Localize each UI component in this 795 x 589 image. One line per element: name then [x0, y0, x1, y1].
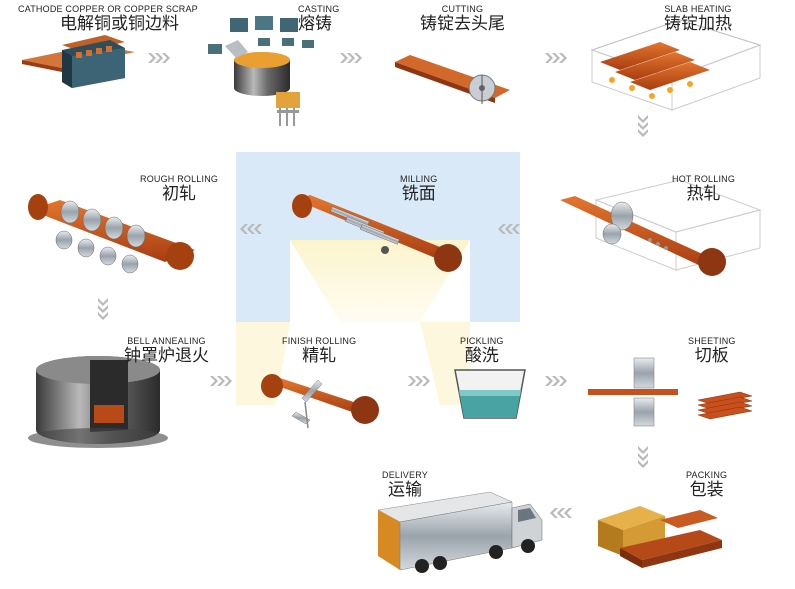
step-label-en: CATHODE COPPER OR COPPER SCRAP	[18, 4, 198, 14]
arrow-down-3	[638, 446, 648, 468]
step-label-en: DELIVERY	[382, 470, 428, 480]
arrow-right-4	[210, 376, 232, 386]
delivery-illustration	[377, 491, 543, 573]
cutting-illustration	[395, 55, 510, 104]
step-label-cn: 包装	[689, 480, 724, 500]
step-label-en: FINISH ROLLING	[282, 336, 357, 346]
casting-illustration	[208, 16, 314, 126]
step-label-cn: 酸洗	[464, 346, 499, 366]
flow-arrows	[98, 53, 648, 518]
step-rough-rolling: ROUGH ROLLING 初轧	[140, 174, 218, 204]
arrow-right-2	[340, 53, 362, 63]
step-label-cn: 切板	[694, 346, 729, 366]
arrow-down-1	[638, 115, 648, 137]
step-delivery: DELIVERY 运输	[382, 470, 428, 500]
step-milling: MILLING 铣面	[400, 174, 437, 204]
step-label-cn: 运输	[387, 480, 422, 500]
cathode-illustration	[22, 35, 135, 88]
finish-rolling-illustration	[261, 374, 379, 429]
step-hot-rolling: HOT ROLLING 热轧	[672, 174, 735, 204]
step-label-en: PICKLING	[460, 336, 504, 346]
step-cutting: CUTTING 铸锭去头尾	[420, 4, 505, 34]
step-label-cn: 电解铜或铜边料	[60, 14, 179, 34]
step-label-en: SLAB HEATING	[664, 4, 732, 14]
arrow-right-1	[148, 53, 170, 63]
arrow-right-3	[545, 53, 567, 63]
step-label-cn: 精轧	[302, 346, 337, 366]
milling-illustration	[292, 194, 462, 272]
step-label-en: HOT ROLLING	[672, 174, 736, 184]
step-bell-annealing: BELL ANNEALING 钟罩炉退火	[124, 336, 209, 366]
step-label-en: SHEETING	[688, 336, 736, 346]
step-label-en: CASTING	[298, 4, 340, 14]
step-label-en: PACKING	[686, 470, 728, 480]
step-label-en: CUTTING	[441, 4, 484, 14]
step-label-cn: 铸锭加热	[664, 14, 732, 34]
rough-rolling-illustration	[28, 194, 195, 274]
slab-heating-illustration	[590, 19, 762, 111]
arrow-left-2	[240, 224, 262, 234]
arrow-right-5	[408, 376, 430, 386]
arrow-down-2	[98, 298, 108, 320]
step-casting: CASTING 熔铸	[298, 4, 339, 34]
bell-annealing-illustration	[28, 356, 168, 448]
step-label-cn: 钟罩炉退火	[124, 346, 209, 366]
blue-background-band	[236, 152, 520, 405]
pickling-illustration	[454, 369, 526, 419]
step-label-cn: 铸锭去头尾	[420, 14, 505, 34]
step-pickling: PICKLING 酸洗	[460, 336, 504, 366]
step-slab-heating: SLAB HEATING 铸锭加热	[664, 4, 732, 34]
step-label-cn: 铣面	[401, 184, 436, 204]
step-cathode: CATHODE COPPER OR COPPER SCRAP 电解铜或铜边料	[18, 4, 198, 34]
packing-illustration	[598, 506, 722, 568]
hot-rolling-illustration	[560, 179, 762, 276]
step-label-en: BELL ANNEALING	[127, 336, 206, 346]
step-label-cn: 热轧	[686, 184, 721, 204]
step-packing: PACKING 包装	[686, 470, 727, 500]
step-sheeting: SHEETING 切板	[688, 336, 736, 366]
step-label-cn: 熔铸	[298, 14, 332, 34]
sheeting-illustration	[588, 357, 753, 427]
arrow-left-3	[550, 508, 572, 518]
arrow-right-6	[545, 376, 567, 386]
arrow-left-1	[498, 224, 520, 234]
step-label-cn: 初轧	[162, 184, 197, 204]
step-label-en: ROUGH ROLLING	[140, 174, 219, 184]
step-finish-rolling: FINISH ROLLING 精轧	[282, 336, 356, 366]
step-label-en: MILLING	[400, 174, 438, 184]
